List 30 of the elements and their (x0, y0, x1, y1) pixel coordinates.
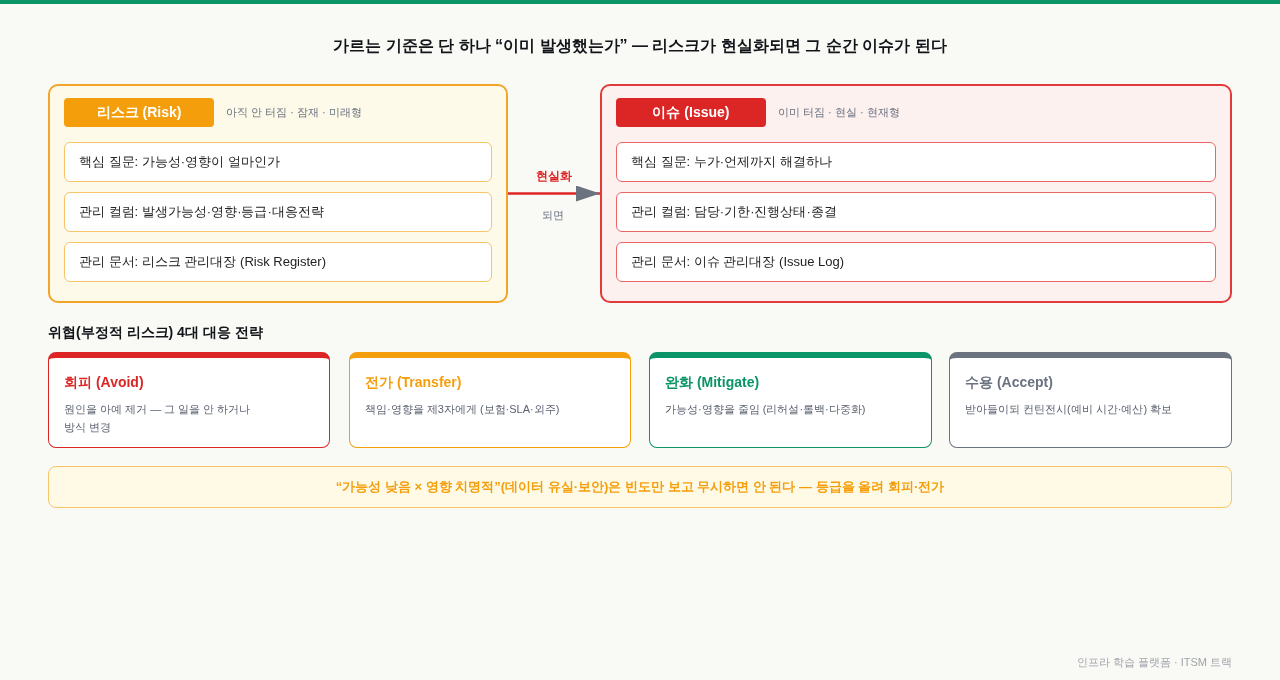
card-title: 완화 (Mitigate) (665, 373, 761, 392)
strategy-card (48, 352, 330, 448)
card-text: 받아들이되 컨틴전시(예비 시간·예산) 확보 (965, 402, 1174, 417)
note-box: “가능성 낮음 × 영향 치명적”(데이터 유실·보안)은 빈도만 보고 무시하면 안 된다 — 등급을 올려 회피·전가 (48, 466, 1232, 508)
strategy-card (349, 352, 631, 448)
card-title: 전가 (Transfer) (365, 373, 463, 392)
info-box: 핵심 질문: 누가·언제까지 해결하나 (616, 142, 1216, 182)
tagline: 아직 안 터짐 · 잠재 · 미래형 (226, 105, 362, 120)
strategy-card (949, 352, 1232, 448)
card-text: 원인을 아예 제거 — 그 일을 안 하거나 방식 변경 (64, 402, 252, 435)
info-box: 핵심 질문: 가능성·영향이 얼마인가 (64, 142, 492, 182)
panel (600, 84, 1232, 303)
title-badge: 리스크 (Risk) (64, 98, 214, 127)
info-box: 관리 문서: 리스크 관리대장 (Risk Register) (64, 242, 492, 282)
card-text: 가능성·영향을 줄임 (리허설·롤백·다중화) (665, 402, 867, 417)
strategy-card (649, 352, 932, 448)
edge-caption: 되면 (542, 209, 564, 221)
title: 가르는 기준은 단 하나 “이미 발생했는가” — 리스크가 현실화되면 그 순간 이슈가 된다 (333, 37, 947, 54)
card-text: 책임·영향을 제3자에게 (보험·SLA·외주) (365, 402, 561, 417)
arrow (508, 185, 600, 202)
edge-label: 현실화 (533, 168, 575, 183)
info-box: 관리 문서: 이슈 관리대장 (Issue Log) (616, 242, 1216, 282)
title-badge: 이슈 (Issue) (616, 98, 766, 127)
footer-text: 인프라 학습 플랫폼 · ITSM 트랙 (1076, 656, 1232, 668)
info-box: 관리 컬럼: 발생가능성·영향·등급·대응전략 (64, 192, 492, 232)
card-title: 수용 (Accept) (965, 373, 1054, 392)
card-title: 회피 (Avoid) (64, 373, 145, 392)
panel (48, 84, 508, 303)
info-box: 관리 컬럼: 담당·기한·진행상태·종결 (616, 192, 1216, 232)
tagline: 이미 터짐 · 현실 · 현재형 (778, 105, 900, 120)
